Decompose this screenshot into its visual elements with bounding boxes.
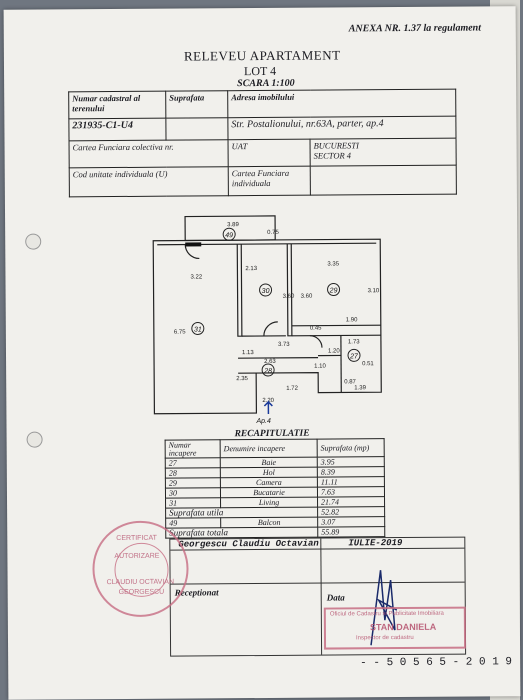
floor-plan: 3.89 0.75 2.13 3.35 3.22 3.60 3.60 3.10 …	[152, 215, 382, 425]
dim-label: 3.10	[368, 288, 380, 294]
dim-label: 1.10	[314, 364, 326, 370]
cf-collective-label: Cartea Funciara colectiva nr.	[69, 139, 229, 169]
document-page: ANEXA NR. 1.37 la regulament RELEVEU APA…	[3, 6, 521, 700]
room-number: 30	[262, 288, 270, 295]
dim-label: 1.39	[354, 385, 366, 391]
document-title: RELEVEU APARTAMENT	[183, 47, 341, 64]
dim-label: 0.45	[310, 326, 322, 332]
room-number: 29	[329, 287, 338, 294]
recap-header: Suprafata (mp)	[317, 438, 385, 458]
unit-code-label: Cod unitate individuala (U)	[69, 167, 229, 197]
dim-label: 1.72	[286, 386, 298, 392]
dim-label: 3.35	[327, 261, 339, 267]
authorization-stamp: CERTIFICAT AUTORIZARE CLAUDIU OCTAVIAN G…	[92, 520, 189, 618]
punch-hole	[26, 431, 43, 448]
signature-box: Georgescu Claudiu Octavian IULIE-2019 Re…	[169, 536, 467, 657]
room-number: 27	[349, 353, 359, 360]
author-date: IULIE-2019	[348, 538, 403, 549]
punch-hole	[25, 233, 42, 250]
lot-label: LOT 4	[243, 63, 277, 79]
annex-label: ANEXA NR. 1.37 la regulament	[348, 22, 482, 35]
recap-header: Numar incapere	[165, 439, 221, 459]
address-label: Adresa imobilului	[227, 89, 456, 119]
scale-label: SCARA 1:100	[237, 77, 295, 90]
signature-scribble	[370, 570, 398, 646]
surface-label: Suprafata	[165, 90, 228, 119]
info-table: Numar cadastral al terenului Suprafata A…	[68, 89, 457, 198]
recap-table: Numar incapere Denumire incapere Suprafa…	[165, 438, 386, 539]
dim-label: 6.75	[174, 330, 186, 336]
registry-stamp: Oficiul de Cadastru si Publicitate Imobi…	[323, 606, 467, 650]
room-number: 31	[194, 326, 202, 333]
cadastral-value: 231935-C1-U4	[68, 118, 167, 141]
room-number: 49	[225, 232, 233, 239]
dim-label: 2.63	[264, 359, 276, 365]
dim-label: 1.90	[346, 317, 358, 323]
dim-label: 0.75	[267, 230, 279, 236]
date-label: Data	[326, 592, 345, 603]
dim-label: 1.73	[348, 339, 360, 345]
cadastral-label: Numar cadastral al terenului	[68, 91, 166, 120]
address-value: Str. Postalionului, nr.63A, parter, ap.4	[227, 116, 457, 140]
dim-label: 1.20	[328, 348, 340, 354]
dim-label: 0.87	[344, 379, 356, 385]
dim-label: 3.22	[190, 274, 202, 280]
entrance-label: Ap.4	[255, 418, 271, 425]
dim-label: 2.13	[245, 266, 257, 272]
balcony-door-gap	[185, 242, 202, 247]
uat-label: UAT	[228, 139, 311, 168]
dim-label: 3.89	[227, 222, 239, 228]
outer-wall	[152, 238, 382, 415]
dim-label: 3.60	[301, 294, 313, 300]
cf-individual-label: Cartea Funciara individuala	[228, 166, 311, 196]
entrance-arrow-icon	[263, 400, 273, 414]
dim-label: 0.51	[362, 361, 374, 367]
author-name: Georgescu Claudiu Octavian	[178, 538, 319, 550]
room-number: 28	[263, 368, 272, 375]
dim-label: 1.13	[242, 350, 254, 356]
living-wall	[236, 244, 243, 337]
serial-number: - - 5 0 5 6 5 - 2 0 1 9	[360, 656, 513, 670]
dim-label: 3.60	[283, 294, 295, 300]
recap-title: RECAPITULATIE	[234, 428, 310, 440]
recap-header: Denumire incapere	[220, 439, 318, 458]
dim-label: 2.35	[236, 376, 248, 382]
dim-label: 3.73	[278, 342, 290, 348]
kitchen-wall	[286, 243, 293, 337]
